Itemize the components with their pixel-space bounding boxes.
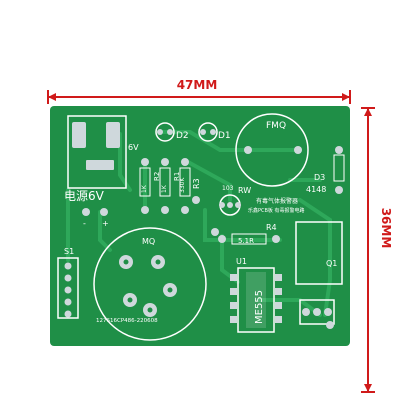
label-me555: ME555 (254, 290, 265, 324)
label-r1: R1 (173, 172, 181, 181)
copper-traces (66, 130, 332, 317)
height-dimension: 36MM (361, 107, 393, 393)
ic-u1-pins (230, 274, 282, 323)
label-6v: 6V (128, 143, 139, 152)
label-minus: - (83, 219, 86, 228)
misc-pads (192, 196, 334, 329)
regulator-pad-3 (86, 160, 114, 170)
label-r3: R3 (192, 178, 201, 189)
label-u1: U1 (236, 257, 247, 266)
regulator-pad-2 (106, 122, 120, 148)
label-rw-code: 103 (222, 185, 234, 192)
label-gas-cn-1: 有毒气体报警器 (256, 197, 298, 205)
power-terminal (82, 208, 108, 216)
label-board-code: 127616CP486-220608 (96, 318, 158, 324)
led-d2 (155, 122, 175, 142)
silkscreen-labels: D2 D1 6V FMQ 1K 1K 330K R3 R1 R2 电源6V - … (64, 121, 337, 324)
label-gas-cn-2: 乐鑫PCB板 有毒报警电路 (248, 207, 305, 214)
label-d3-val: 4148 (306, 185, 326, 194)
label-r4: R4 (266, 223, 277, 232)
width-dimension: 47MM (47, 78, 351, 104)
switch-s1 (57, 257, 79, 319)
ic-u1 (237, 267, 275, 333)
resistor-bank (139, 158, 191, 214)
label-d1: D1 (218, 131, 231, 141)
height-label: 36MM (379, 208, 393, 249)
potentiometer-rw (219, 194, 241, 216)
pcb-board (50, 106, 350, 346)
regulator-pad-1 (72, 122, 86, 148)
label-r1-val: 1K (141, 184, 148, 193)
label-r4-val: 5.1R (238, 237, 254, 245)
label-r2-val: 1K (161, 184, 168, 193)
buzzer-fmq (235, 113, 309, 187)
label-fmq: FMQ (266, 121, 286, 131)
label-plus: + (102, 219, 109, 228)
label-r2: R2 (153, 172, 161, 181)
transistor-q1 (295, 221, 343, 325)
label-rw: RW (238, 186, 251, 195)
led-d1 (198, 122, 218, 142)
diode-d3 (333, 146, 345, 194)
resistor-r4 (218, 233, 280, 245)
width-label: 47MM (177, 78, 218, 92)
label-s1: S1 (64, 247, 74, 256)
label-r3-val: 330K (179, 177, 186, 193)
label-power: 电源6V (64, 189, 105, 203)
label-q1: Q1 (326, 259, 337, 268)
regulator-outline (67, 115, 127, 189)
label-mq: MQ (142, 237, 155, 246)
label-d2: D2 (176, 131, 189, 141)
gas-sensor-mq (93, 227, 207, 341)
label-d3: D3 (314, 173, 325, 182)
